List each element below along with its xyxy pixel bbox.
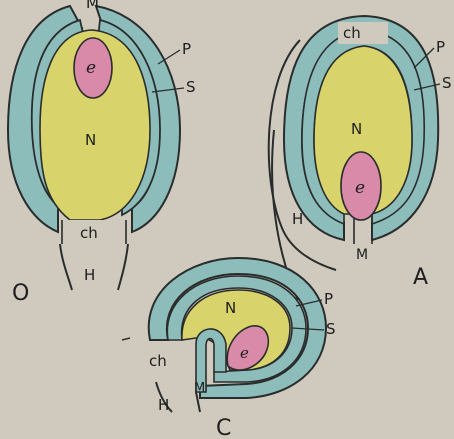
hilum-label: H <box>84 266 95 284</box>
micropyle-label: M <box>194 381 205 396</box>
hilum-label: H <box>292 210 303 228</box>
chalaza-label: ch <box>343 24 361 42</box>
embryo-sac-label: e <box>86 58 96 78</box>
secondine-label: S <box>326 320 336 338</box>
chalaza-label: ch <box>149 352 167 370</box>
primine-label: P <box>324 290 333 308</box>
embryo-sac-label: e <box>240 344 249 362</box>
secondine-label: S <box>186 78 196 96</box>
secondine-label: S <box>442 74 452 92</box>
ovule-letter-O: O <box>12 281 29 306</box>
primine-label: P <box>436 38 445 56</box>
nucellus-label: N <box>225 299 236 317</box>
micropyle-label: M <box>86 0 99 12</box>
micropyle-opening <box>355 218 371 244</box>
chalaza-label: ch <box>80 224 98 242</box>
micropyle-label: M <box>356 247 368 263</box>
embryo-sac-label: e <box>355 178 365 198</box>
primine-label: P <box>182 40 191 58</box>
ovule-letter-A: A <box>413 265 428 290</box>
nucellus-label: N <box>85 131 96 149</box>
hilum-label: H <box>158 396 169 414</box>
ovule-letter-C: C <box>216 416 231 439</box>
nucellus-label: N <box>351 120 362 138</box>
